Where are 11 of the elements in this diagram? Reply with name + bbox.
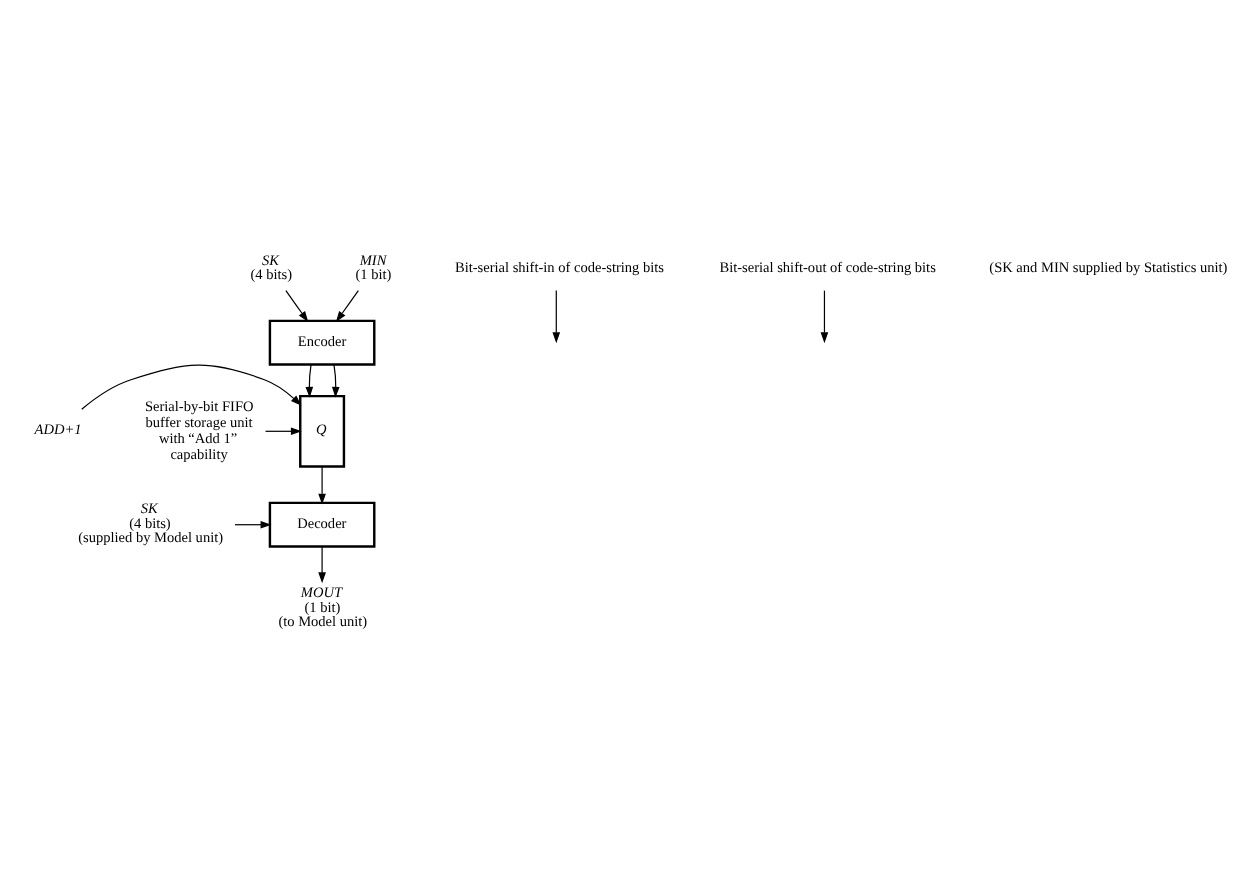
arrow bbox=[234, 520, 272, 529]
arrow bbox=[331, 364, 340, 398]
arrow bbox=[264, 427, 302, 436]
arrow bbox=[81, 364, 302, 410]
arrow bbox=[335, 290, 359, 323]
arrow bbox=[305, 364, 314, 398]
arrow bbox=[318, 546, 326, 584]
arrow bbox=[820, 290, 829, 344]
arrow bbox=[285, 290, 309, 323]
arrow bbox=[552, 290, 561, 344]
arrow bbox=[318, 466, 326, 505]
